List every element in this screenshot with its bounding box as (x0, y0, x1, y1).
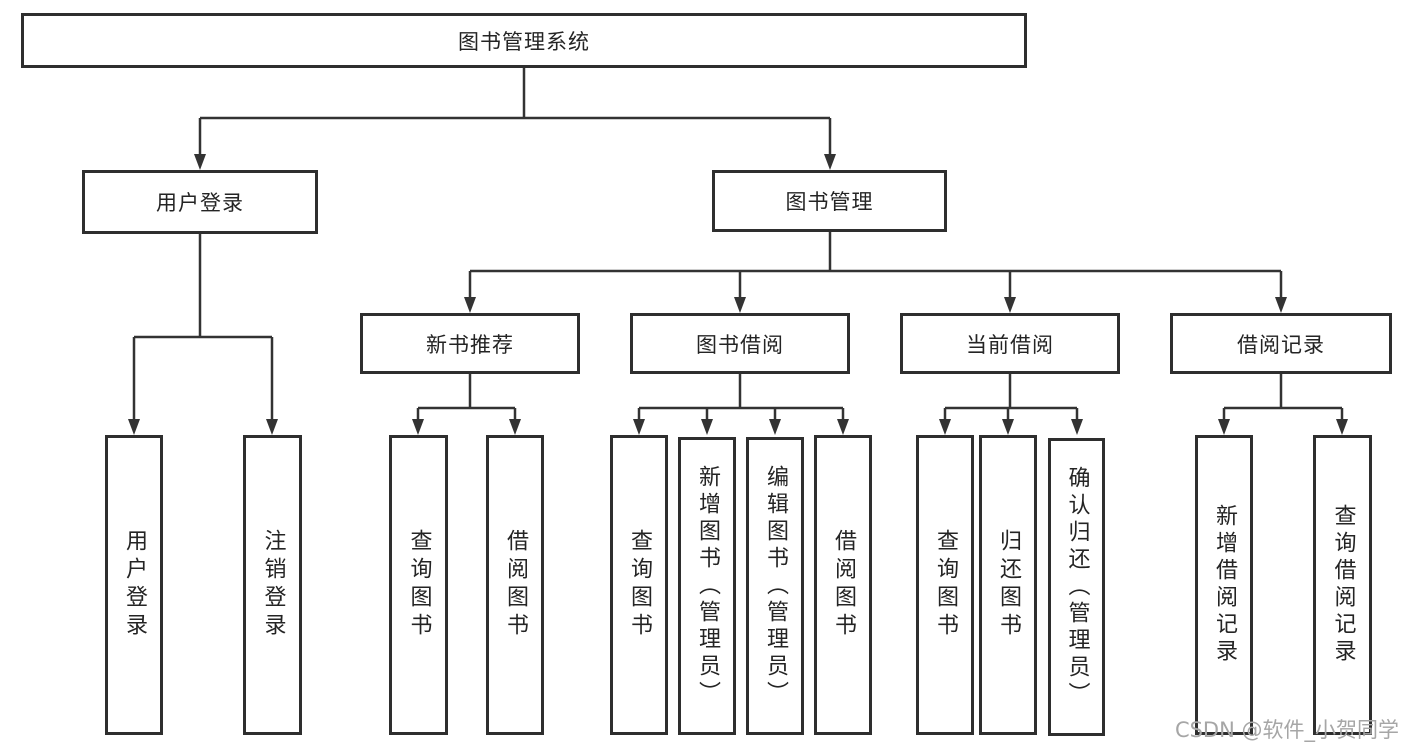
node-new-book-recommend: 新书推荐 (360, 313, 580, 374)
leaf-add-borrow-record: 新增借阅记录 (1195, 435, 1253, 735)
leaf-borrow-book-2: 借阅图书 (814, 435, 872, 735)
leaf-add-book-admin: 新增图书（管理员） (678, 437, 736, 735)
leaf-query-book-2: 查询图书 (610, 435, 668, 735)
leaf-query-borrow-record: 查询借阅记录 (1313, 435, 1372, 735)
leaf-return-book: 归还图书 (979, 435, 1037, 735)
leaf-query-book-3: 查询图书 (916, 435, 974, 735)
node-root: 图书管理系统 (21, 13, 1027, 68)
leaf-user-login: 用户登录 (105, 435, 163, 735)
leaf-query-book-1: 查询图书 (389, 435, 448, 735)
leaf-confirm-return-admin: 确认归还（管理员） (1048, 438, 1105, 736)
csdn-watermark: CSDN @软件_小贺同学 (1174, 718, 1399, 742)
leaf-logout: 注销登录 (243, 435, 302, 735)
node-book-borrow: 图书借阅 (630, 313, 850, 374)
leaf-borrow-book-1: 借阅图书 (486, 435, 544, 735)
leaf-edit-book-admin: 编辑图书（管理员） (746, 437, 804, 735)
node-borrow-record: 借阅记录 (1170, 313, 1392, 374)
node-current-borrow: 当前借阅 (900, 313, 1120, 374)
node-book-management: 图书管理 (712, 170, 947, 232)
node-user-login: 用户登录 (82, 170, 318, 234)
